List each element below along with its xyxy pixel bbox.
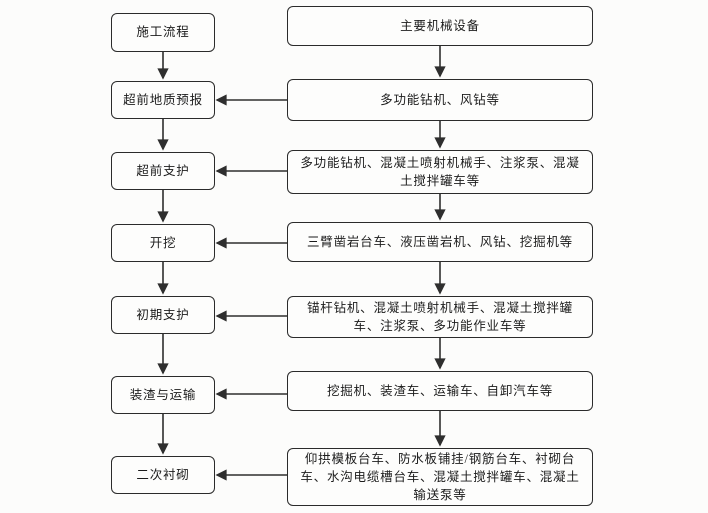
equipment-secondary-lining: 仰拱模板台车、防水板铺挂/钢筋台车、衬砌台车、水沟电缆槽台车、混凝土搅拌罐车、混…: [287, 448, 593, 506]
step-excavation: 开挖: [111, 224, 215, 262]
step-advance-support: 超前支护: [111, 152, 215, 190]
step-secondary-lining: 二次衬砌: [111, 456, 215, 494]
construction-process-header: 施工流程: [111, 13, 215, 52]
step-initial-support: 初期支护: [111, 296, 215, 334]
equipment-mucking-transport: 挖掘机、装渣车、运输车、自卸汽车等: [287, 371, 593, 411]
equipment-advance-support: 多功能钻机、混凝土喷射机械手、注浆泵、混凝土搅拌罐车等: [287, 150, 593, 194]
main-equipment-header: 主要机械设备: [287, 6, 593, 46]
equipment-excavation: 三臂凿岩台车、液压凿岩机、风钻、挖掘机等: [287, 222, 593, 262]
step-geological-forecast: 超前地质预报: [111, 81, 215, 119]
horizontal-arrows: [215, 94, 287, 481]
equipment-geological-forecast: 多功能钻机、风钻等: [287, 79, 593, 121]
equipment-initial-support: 锚杆钻机、混凝土喷射机械手、混凝土搅拌罐车、注浆泵、多功能作业车等: [287, 296, 593, 338]
step-mucking-transport: 装渣与运输: [111, 376, 215, 414]
